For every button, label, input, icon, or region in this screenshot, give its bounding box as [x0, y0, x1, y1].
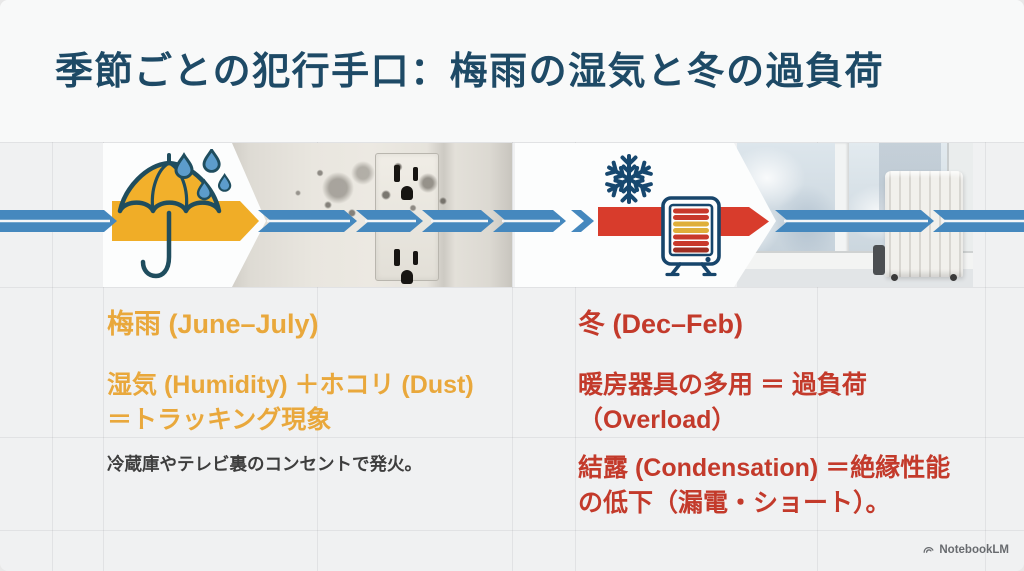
grid-line — [817, 142, 818, 571]
rainy-season-body: 湿気 (Humidity) ＋ホコリ (Dust) ＝トラッキング現象 — [107, 370, 474, 435]
umbrella-rain-icon — [112, 149, 242, 283]
rainy-season-heading: 梅雨 (June–July) — [107, 309, 319, 339]
grid-line — [512, 142, 513, 571]
rainy-season-section: 梅雨 (June–July) 湿気 (Humidity) ＋ホコリ (Dust)… — [107, 308, 547, 476]
grid-line — [0, 437, 1024, 438]
grid-line — [52, 142, 53, 571]
snowflake-icon — [602, 152, 656, 206]
notebooklm-watermark: NotebookLM — [922, 543, 1009, 556]
seasonal-timeline — [0, 143, 1024, 287]
outlet-receptacle — [390, 246, 424, 287]
winter-body-condensation: 結露 (Condensation) ＝絶縁性能 の低下（漏電・ショート）。 — [578, 453, 951, 518]
header-band — [0, 0, 1024, 142]
winter-section: 冬 (Dec–Feb) 暖房器具の多用 ＝ 過負荷 （Overload） 結露 … — [578, 308, 1018, 534]
grid-line — [575, 142, 576, 571]
heater-icon — [658, 195, 724, 277]
grid-line — [103, 142, 104, 571]
grid-line — [317, 142, 318, 571]
slide-title: 季節ごとの犯行手口：梅雨の湿気と冬の過負荷 — [55, 51, 885, 93]
notebooklm-logo-icon — [923, 546, 934, 553]
grid-line — [0, 287, 1024, 288]
grid-line — [985, 142, 986, 571]
winter-body-overload: 暖房器具の多用 ＝ 過負荷 （Overload） — [578, 370, 867, 435]
rainy-season-note: 冷蔵庫やテレビ裏のコンセントで発火。 — [107, 453, 422, 474]
grid-line — [0, 142, 1024, 143]
grid-line — [0, 530, 1024, 531]
notebooklm-brand-label: NotebookLM — [939, 543, 1009, 556]
winter-heading: 冬 (Dec–Feb) — [578, 309, 744, 339]
